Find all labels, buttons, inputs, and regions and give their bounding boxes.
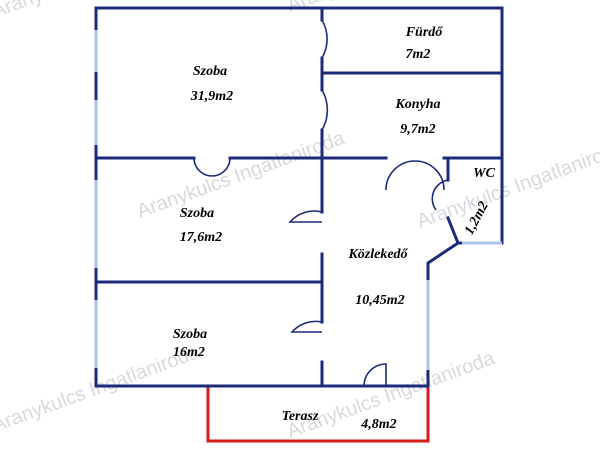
door-arc-szoba3 bbox=[290, 320, 323, 333]
room-name-terasz: Terasz bbox=[282, 409, 319, 424]
outer-wall bbox=[94, 6, 504, 388]
room-area-furdo: 7m2 bbox=[406, 47, 431, 62]
doors bbox=[193, 19, 449, 387]
windows bbox=[94, 30, 502, 370]
watermark-text: Aranykulcs Ingatlaniroda bbox=[0, 0, 203, 23]
door-arc-konyha-right bbox=[414, 160, 445, 191]
room-name-szoba-2: Szoba bbox=[180, 206, 214, 221]
room-name-wc: WC bbox=[473, 166, 495, 181]
door-arc-konyha-left bbox=[385, 160, 416, 191]
door-arc-konyha bbox=[321, 89, 329, 131]
room-area-kozlekedo: 10,45m2 bbox=[355, 293, 404, 308]
watermark-text: Aranykulcs Ingatlaniroda bbox=[134, 127, 348, 223]
door-arc-wc bbox=[431, 179, 449, 211]
room-name-konyha: Konyha bbox=[394, 97, 440, 112]
room-area-konyha: 9,7m2 bbox=[400, 122, 435, 137]
door-arc-terasz bbox=[363, 363, 387, 387]
room-area-terasz: 4,8m2 bbox=[360, 417, 396, 432]
door-arc-szoba2 bbox=[288, 210, 323, 223]
room-name-kozlekedo: Közlekedő bbox=[347, 247, 408, 262]
door-arc-furdo bbox=[321, 19, 328, 59]
walls bbox=[94, 6, 504, 388]
terrace-outline bbox=[206, 386, 430, 443]
room-area-szoba-2: 17,6m2 bbox=[180, 230, 222, 245]
door-arc-szoba1 bbox=[193, 157, 231, 177]
watermark-text: Aranykulcs Ingatlaniroda bbox=[414, 137, 600, 233]
room-area-szoba-3: 16m2 bbox=[173, 345, 205, 360]
room-name-szoba-3: Szoba bbox=[173, 327, 207, 342]
room-name-furdo: Fürdő bbox=[405, 25, 444, 40]
room-area-szoba-1: 31,9m2 bbox=[190, 89, 233, 104]
inner-wall bbox=[446, 216, 460, 245]
room-name-szoba-1: Szoba bbox=[193, 64, 227, 79]
